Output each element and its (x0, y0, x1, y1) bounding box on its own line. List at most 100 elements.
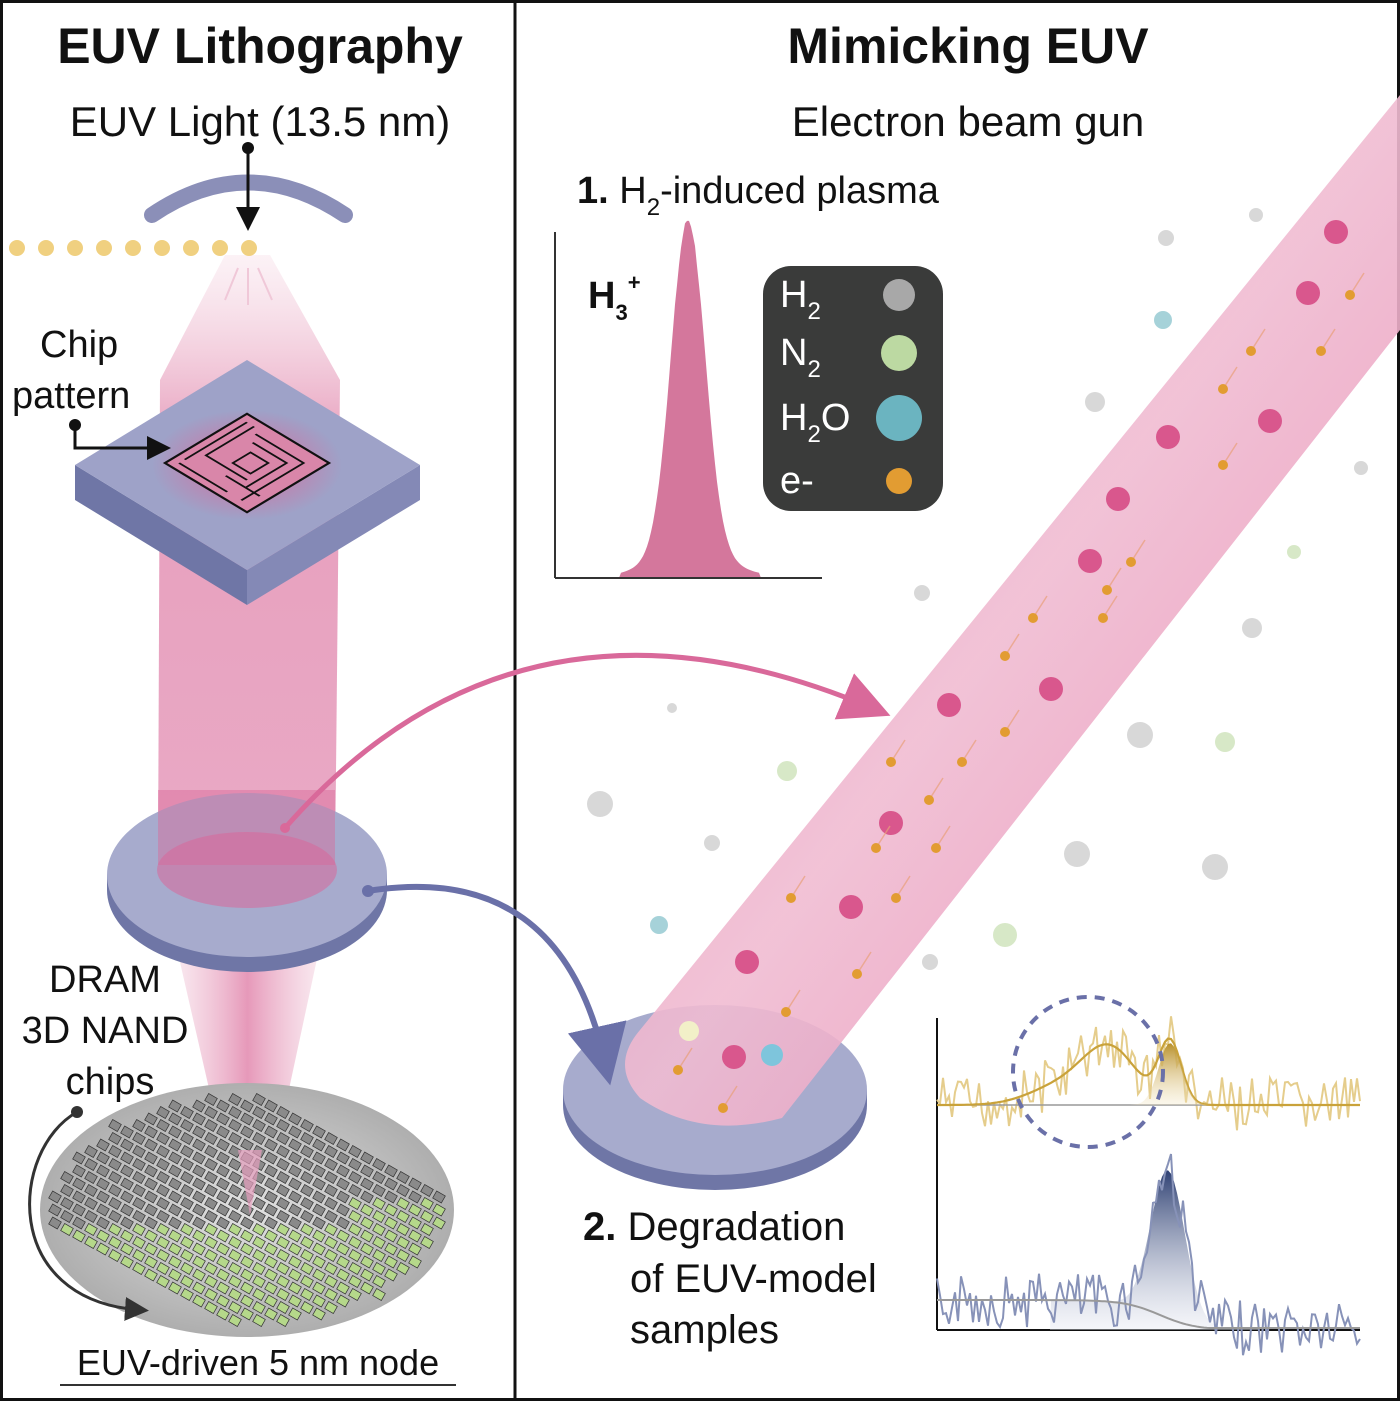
die (132, 1210, 146, 1223)
die (192, 1151, 206, 1165)
die (312, 1307, 326, 1321)
die (228, 1262, 242, 1275)
die (312, 1281, 326, 1295)
navy-peak-fill (1050, 1170, 1260, 1330)
die (156, 1223, 170, 1236)
die (192, 1164, 206, 1178)
die (168, 1190, 182, 1204)
gas-particle (1249, 208, 1263, 222)
die (432, 1216, 446, 1230)
die (360, 1177, 374, 1191)
die (204, 1184, 218, 1197)
die (384, 1242, 398, 1256)
die (144, 1190, 158, 1204)
die (312, 1151, 326, 1165)
ion-particle (735, 950, 759, 974)
die (384, 1229, 398, 1243)
die (264, 1190, 278, 1204)
chips-pointer-arrow (28, 1110, 149, 1321)
die (144, 1112, 158, 1126)
die (264, 1281, 278, 1295)
ion-particle (879, 811, 903, 835)
die (240, 1229, 254, 1243)
chip-slab (75, 360, 420, 605)
die (192, 1190, 206, 1204)
die (216, 1229, 230, 1243)
die (276, 1288, 290, 1301)
die (252, 1288, 266, 1301)
die (60, 1171, 74, 1184)
wafer-dies (48, 1093, 446, 1327)
die (348, 1262, 362, 1275)
die (288, 1294, 302, 1308)
step1-title: 1. H2-induced plasma (577, 170, 940, 221)
die (360, 1164, 374, 1178)
die (72, 1177, 86, 1191)
die (360, 1281, 374, 1295)
die (252, 1210, 266, 1223)
die (240, 1112, 254, 1126)
die (132, 1197, 146, 1210)
die (180, 1236, 194, 1249)
sample-disc-left (107, 790, 387, 972)
die (276, 1158, 290, 1171)
die (264, 1151, 278, 1165)
die (216, 1203, 230, 1217)
die (156, 1249, 170, 1262)
die (228, 1223, 242, 1236)
die (216, 1268, 230, 1282)
die (372, 1262, 386, 1275)
die (240, 1307, 254, 1321)
die (384, 1190, 398, 1204)
die (252, 1132, 266, 1145)
die (324, 1301, 338, 1314)
die (144, 1268, 158, 1282)
step2-line3: samples (630, 1308, 779, 1352)
gas-particle (587, 791, 613, 817)
die (144, 1229, 158, 1243)
die (132, 1262, 146, 1275)
die (60, 1184, 74, 1197)
die (108, 1132, 122, 1145)
die (288, 1112, 302, 1126)
die (228, 1132, 242, 1145)
die (84, 1184, 98, 1197)
gas-particle (777, 761, 797, 781)
die (264, 1294, 278, 1308)
chips-label-3: chips (66, 1061, 155, 1103)
die (396, 1184, 410, 1197)
die (348, 1171, 362, 1184)
mask-dot (183, 240, 199, 256)
die (312, 1203, 326, 1217)
die (324, 1171, 338, 1184)
die (108, 1210, 122, 1223)
die (324, 1210, 338, 1223)
die (348, 1275, 362, 1288)
ion-particle (1156, 425, 1180, 449)
die (276, 1171, 290, 1184)
die (312, 1138, 326, 1152)
die (228, 1171, 242, 1184)
chip-circuit-icon (162, 412, 332, 514)
die (288, 1281, 302, 1295)
die (324, 1184, 338, 1197)
die (396, 1236, 410, 1249)
chip-label-2: pattern (12, 375, 130, 417)
legend-label: H2O (780, 397, 850, 448)
die (204, 1158, 218, 1171)
die (276, 1119, 290, 1132)
die (132, 1171, 146, 1184)
ion-particle (1039, 677, 1063, 701)
die (216, 1294, 230, 1308)
die (228, 1249, 242, 1262)
electron (786, 893, 796, 903)
die (168, 1138, 182, 1152)
link-arrow-blue (367, 883, 627, 1086)
n2-particle (679, 1021, 699, 1041)
die (396, 1249, 410, 1262)
die (132, 1223, 146, 1236)
ion-particle (1078, 549, 1102, 573)
die (132, 1119, 146, 1132)
die (300, 1210, 314, 1223)
particles (587, 208, 1368, 1113)
